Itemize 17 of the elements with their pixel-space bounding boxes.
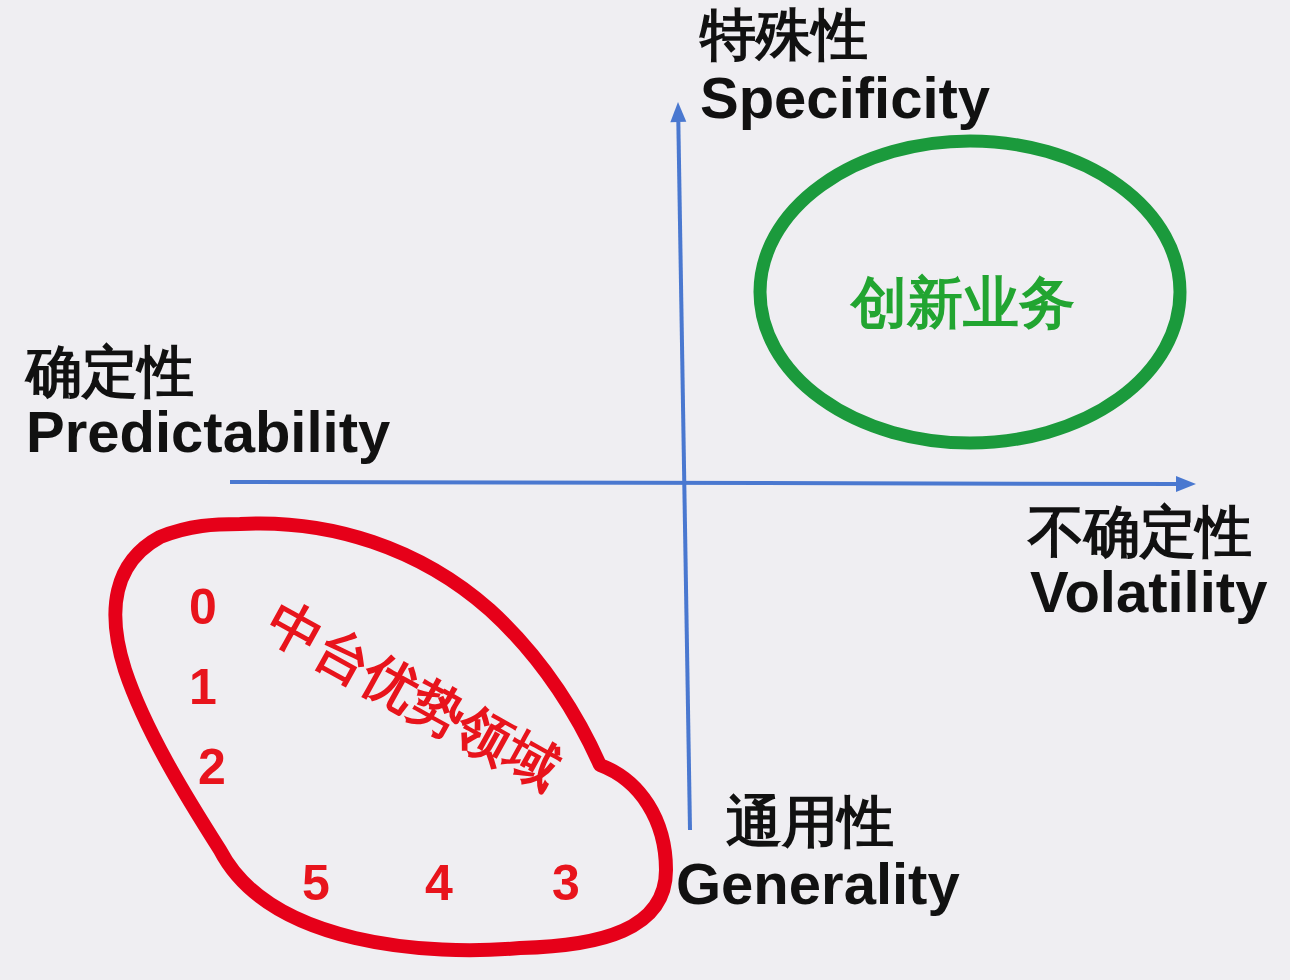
axis-label: Volatility xyxy=(1030,560,1268,624)
axis-label: 不确定性 xyxy=(1028,501,1252,563)
axis-label: 通用性 xyxy=(726,791,894,853)
number-label: 3 xyxy=(552,855,580,911)
region-label: 创新业务 xyxy=(851,272,1075,334)
number-label: 5 xyxy=(302,855,330,911)
number-label: 2 xyxy=(198,739,226,795)
number-label: 4 xyxy=(425,855,453,911)
number-label: 1 xyxy=(189,659,217,715)
axis-label: Specificity xyxy=(700,66,991,130)
region-label: 中台优势领域 xyxy=(257,591,571,801)
number-label: 0 xyxy=(189,579,217,635)
axis-label: 特殊性 xyxy=(700,4,868,66)
axis-label: Predictability xyxy=(26,400,391,464)
ellipse-outline xyxy=(752,133,1188,451)
axis-label: Generality xyxy=(676,852,960,916)
axis-label: 确定性 xyxy=(26,341,194,403)
